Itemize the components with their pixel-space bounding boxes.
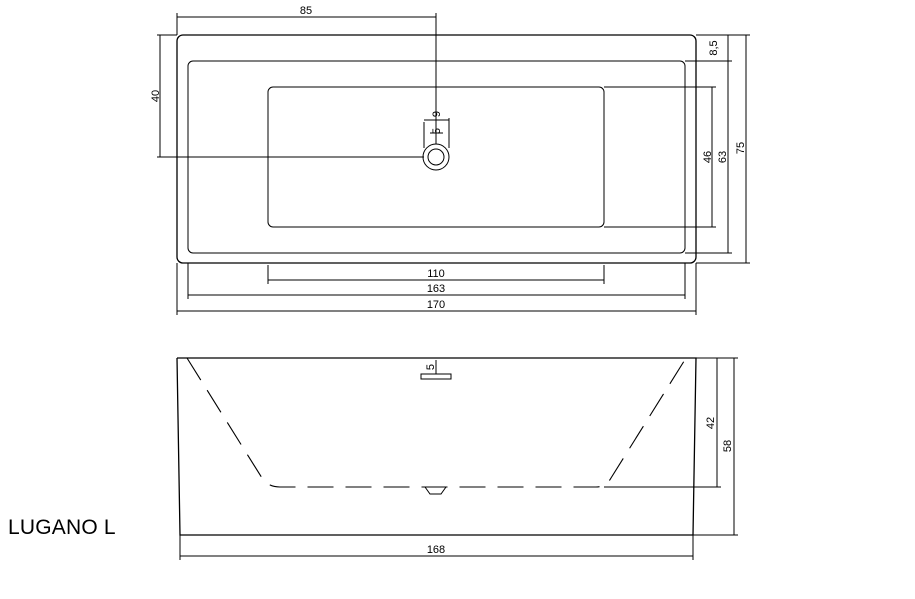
dim-42-label: 42	[705, 417, 717, 429]
dim-5-label: 5	[425, 364, 437, 370]
dim-110-label: 110	[427, 268, 445, 280]
dim-63-label: 63	[717, 151, 729, 163]
dim-170-label: 170	[427, 299, 445, 311]
drain-dim-5-label: 5	[431, 128, 443, 134]
side-view: 5 42 58 168	[176, 357, 738, 560]
drain-outlet	[424, 486, 447, 495]
dim-8-5-label: 8,5	[708, 40, 720, 55]
dim-46-label: 46	[702, 151, 714, 163]
tub-interior-dashed	[186, 357, 687, 488]
top-view: 85 40 9 5 8,5 46 63 75 110	[150, 5, 750, 315]
dim-75-label: 75	[735, 142, 747, 154]
dim-40-label: 40	[150, 90, 162, 102]
dim-168-label: 168	[427, 544, 445, 556]
drain-outer-ring	[422, 143, 450, 171]
dim-58-label: 58	[722, 440, 734, 452]
dim-163-label: 163	[427, 283, 445, 295]
drain-inner-ring	[427, 148, 445, 166]
drain-dim-9-label: 9	[431, 111, 443, 117]
model-title: LUGANO L	[8, 516, 116, 539]
tub-side-profile	[176, 357, 697, 536]
overflow-mark	[420, 373, 452, 380]
dim-85-label: 85	[300, 5, 312, 17]
